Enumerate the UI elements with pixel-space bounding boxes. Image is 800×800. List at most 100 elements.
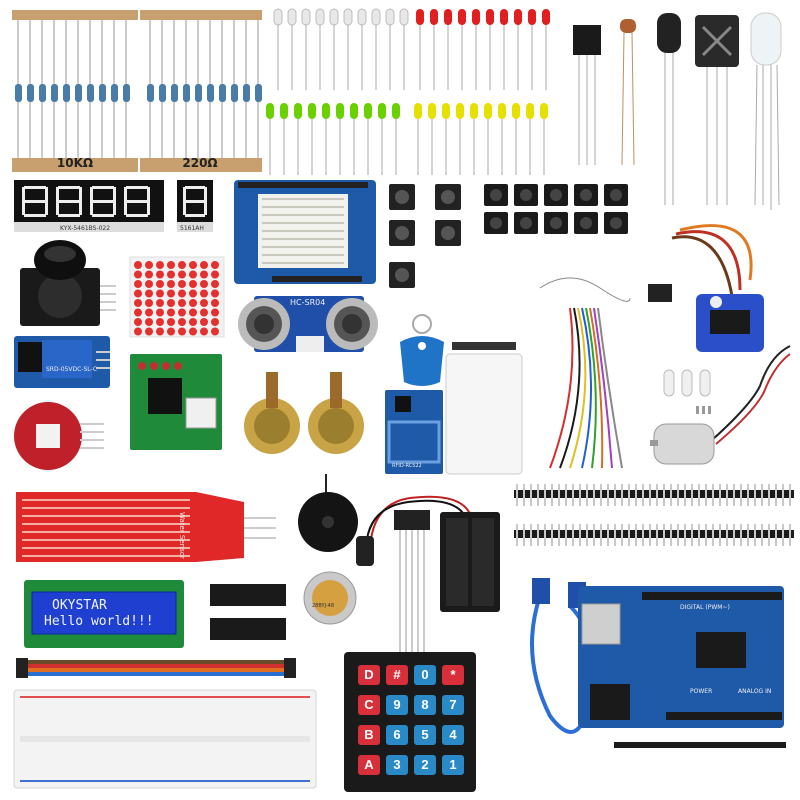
matrix-led [145, 299, 153, 307]
matrix-led [189, 327, 197, 336]
rfid-keyfob [400, 314, 444, 386]
matrix-led [156, 261, 164, 269]
motor-driver-board [130, 354, 222, 450]
matrix-led [134, 289, 142, 298]
matrix-led [189, 289, 197, 298]
matrix-led [178, 308, 186, 317]
matrix-led [200, 318, 208, 326]
matrix-led [178, 289, 186, 298]
matrix-led [189, 280, 197, 288]
rfid-model-label: RFID-RC522 [392, 463, 422, 469]
matrix-led [189, 270, 197, 279]
keypad-key-hash[interactable]: # [386, 665, 408, 685]
matrix-led [211, 327, 219, 336]
matrix-led [189, 318, 197, 326]
matrix-led [145, 270, 153, 279]
keypad-key-7[interactable]: 7 [442, 695, 464, 715]
keypad-key-2[interactable]: 2 [414, 755, 436, 775]
matrix-led [178, 299, 186, 307]
keypad-key-1[interactable]: 1 [442, 755, 464, 775]
matrix-led [211, 318, 219, 326]
water-sensor [16, 492, 276, 562]
matrix-led [145, 327, 153, 336]
matrix-led [211, 299, 219, 307]
keypad-key-0[interactable]: 0 [414, 665, 436, 685]
matrix-led [134, 280, 142, 288]
jumper-wires [539, 277, 631, 469]
keypad-key-6[interactable]: 6 [386, 725, 408, 745]
matrix-led [200, 280, 208, 288]
matrix-led [200, 261, 208, 269]
matrix-led [156, 299, 164, 307]
matrix-led [156, 318, 164, 326]
matrix-led [200, 289, 208, 298]
keypad-key-C[interactable]: C [358, 695, 380, 715]
led-rows [266, 8, 550, 175]
matrix-led [189, 308, 197, 317]
matrix-led [134, 327, 142, 336]
matrix-led [178, 280, 186, 288]
matrix-led [134, 299, 142, 307]
top-sensors [573, 12, 782, 210]
matrix-led [178, 261, 186, 269]
matrix-led [156, 280, 164, 288]
lcd-module [24, 580, 184, 648]
stepper-motor [303, 571, 357, 625]
matrix-led [189, 261, 197, 269]
keypad-ribbon [394, 510, 430, 654]
matrix-led [189, 299, 197, 307]
four-digit-display-label: KYX-5461BS-022 [60, 225, 111, 232]
servo-motor [648, 224, 764, 352]
matrix-led [156, 327, 164, 336]
lcd-line-2: Hello world!!! [44, 614, 154, 629]
relay-module [14, 336, 110, 388]
resistor-strips [12, 10, 262, 172]
joystick-module [20, 240, 116, 326]
matrix-led [211, 289, 219, 298]
keypad-key-A[interactable]: A [358, 755, 380, 775]
matrix-led [134, 318, 142, 326]
matrix-led [145, 261, 153, 269]
matrix-led [145, 280, 153, 288]
seven-segment-displays [14, 180, 213, 232]
keypad-key-star[interactable]: * [442, 665, 464, 685]
keypad-key-3[interactable]: 3 [386, 755, 408, 775]
resistor-10k-label: 10KΩ [56, 156, 94, 170]
keypad-key-4[interactable]: 4 [442, 725, 464, 745]
breadboard [13, 689, 317, 789]
water-sensor-label: Water Sensor [178, 512, 186, 559]
matrix-led [167, 270, 175, 279]
matrix-led [211, 280, 219, 288]
dc-motor [650, 345, 791, 465]
matrix-led [178, 327, 186, 336]
matrix-led [167, 280, 175, 288]
rgb-led-module [14, 402, 104, 470]
keypad-key-5[interactable]: 5 [414, 725, 436, 745]
matrix-led [211, 261, 219, 269]
keypad-key-D[interactable]: D [358, 665, 380, 685]
rfid-reader-board [385, 390, 443, 474]
matrix-led [156, 289, 164, 298]
matrix-led [134, 308, 142, 317]
matrix-led [167, 308, 175, 317]
ribbon-wires [16, 658, 296, 678]
matrix-led [167, 261, 175, 269]
matrix-led [178, 318, 186, 326]
matrix-led [156, 270, 164, 279]
keypad-key-B[interactable]: B [358, 725, 380, 745]
matrix-led [200, 299, 208, 307]
rfid-card [445, 342, 523, 475]
matrix-led [200, 327, 208, 336]
matrix-led [167, 299, 175, 307]
keypad-key-8[interactable]: 8 [414, 695, 436, 715]
resistor-220-label: 220Ω [182, 156, 218, 170]
large-push-buttons [389, 184, 461, 288]
matrix-led [211, 270, 219, 279]
uno-power-label: POWER [690, 688, 713, 695]
matrix-led [200, 308, 208, 317]
keypad-key-9[interactable]: 9 [386, 695, 408, 715]
stepper-motor-label: 28BYJ-48 [312, 603, 335, 609]
uno-digital-label: DIGITAL (PWM~) [680, 604, 730, 611]
header-pins [514, 484, 794, 546]
matrix-led [134, 261, 142, 269]
